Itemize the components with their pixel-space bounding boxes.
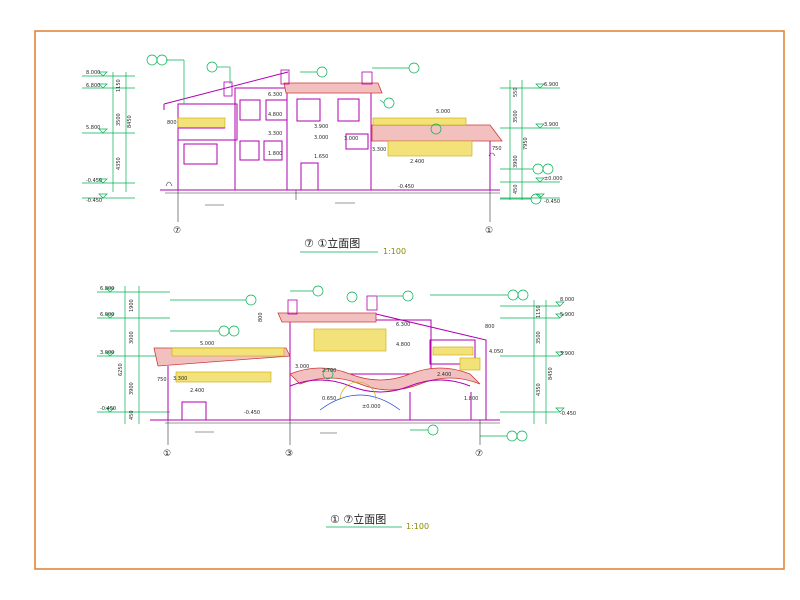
top-inner-2: 4.800 <box>268 112 282 118</box>
top-right-dim-3: 3900 <box>513 155 519 168</box>
top-right-dimensions: 6.900 3.900 ±0.000 -0.450 550 3500 3900 … <box>492 80 563 205</box>
top-inner-10: 3.300 <box>372 147 386 153</box>
bottom-elevation: 6.800 6.000 3.000 -0.450 1900 3000 3900 … <box>97 285 576 531</box>
top-elevation-title: ⑦ ①立面图 <box>304 236 360 250</box>
bottom-right-dim-2: 3500 <box>536 331 542 344</box>
top-left-dim-2: 3500 <box>116 113 122 126</box>
top-right-dim-2: 3500 <box>513 110 519 123</box>
top-left-level-4: -0.450 <box>86 178 102 184</box>
top-left-level-2: 6.800 <box>86 83 100 89</box>
top-left-level-1: 8.000 <box>86 70 100 76</box>
bottom-inner-12: 1.800 <box>464 396 478 402</box>
bottom-elevation-title: ① ⑦立面图 <box>330 512 386 526</box>
bottom-building <box>150 295 500 424</box>
bottom-inner-8: 3.000 <box>295 364 309 370</box>
top-building <box>160 69 503 194</box>
top-inner-5: 3.900 <box>314 124 328 130</box>
top-inner-3: 3.300 <box>268 131 282 137</box>
top-inner-11: 2.400 <box>410 159 424 165</box>
bottom-right-dim-3: 4350 <box>536 383 542 396</box>
bottom-right-level-1: 8.000 <box>560 297 574 303</box>
top-left-dim-4: 8450 <box>127 115 133 128</box>
bottom-left-dim-1: 1900 <box>129 299 135 312</box>
top-inner-6: 3.000 <box>314 135 328 141</box>
bottom-inner-11: 2.400 <box>437 372 451 378</box>
bottom-axis-1: ① <box>163 449 171 459</box>
top-right-dim-1: 550 <box>513 87 519 97</box>
top-right-level-2: 3.900 <box>544 122 558 128</box>
top-left-level-5: -0.450 <box>86 198 102 204</box>
bottom-left-level-1: 6.800 <box>100 286 114 292</box>
bottom-inner-7: 4.050 <box>489 349 503 355</box>
bottom-axis-7: ⑦ <box>475 449 483 459</box>
top-inner-12: -0.450 <box>398 184 414 190</box>
bottom-left-dim-2: 3000 <box>129 331 135 344</box>
top-axis-left: ⑦ <box>173 226 181 236</box>
top-leaders <box>146 54 554 222</box>
bottom-inner-2: 3.300 <box>173 376 187 382</box>
top-elevation: 8.000 6.800 5.800 -0.450 -0.450 1150 350… <box>82 54 563 256</box>
bottom-inner-3: 2.400 <box>190 388 204 394</box>
top-inner-7: 1.650 <box>314 154 328 160</box>
top-left-level-3: 5.800 <box>86 125 100 131</box>
top-elevation-scale: 1:100 <box>383 247 406 256</box>
bottom-elevation-scale: 1:100 <box>406 522 429 531</box>
bottom-inner-1: 5.000 <box>200 341 214 347</box>
top-left-dim-1: 1150 <box>116 79 122 92</box>
bottom-right-dim-4: 8450 <box>548 367 554 380</box>
bottom-inner-15: 800 <box>485 324 495 330</box>
sheet-border <box>34 30 785 570</box>
bottom-inner-13: ±0.000 <box>362 404 381 410</box>
top-right-dim-4: 7950 <box>523 137 529 150</box>
top-inner-8: 5.000 <box>436 109 450 115</box>
top-inner-1: 6.300 <box>268 92 282 98</box>
bottom-right-level-2: 5.900 <box>560 312 574 318</box>
bottom-inner-labels: 5.000 3.300 2.400 800 6.300 4.800 4.050 … <box>157 312 503 416</box>
bottom-right-level-4: -0.450 <box>560 411 576 417</box>
top-left-dim-3: 4350 <box>116 157 122 170</box>
top-right-dim-6: 750 <box>492 146 502 152</box>
bottom-right-dimensions: 8.000 5.900 3.900 -0.450 1150 3500 4350 … <box>500 297 576 424</box>
top-axis-right: ① <box>485 226 493 236</box>
top-inner-labels: 6.300 4.800 3.300 1.800 3.900 3.000 1.65… <box>268 92 450 190</box>
bottom-inner-16: 750 <box>157 377 167 383</box>
bottom-left-dim-4: 6250 <box>118 363 124 376</box>
top-right-level-1: 6.900 <box>544 82 558 88</box>
bottom-inner-5: 6.300 <box>396 322 410 328</box>
top-right-level-4: -0.450 <box>544 199 560 205</box>
bottom-left-dim-5: 450 <box>129 410 135 420</box>
bottom-inner-14: -0.450 <box>244 410 260 416</box>
bottom-right-level-3: 3.900 <box>560 351 574 357</box>
bottom-inner-9: 2.700 <box>322 368 336 374</box>
bottom-left-level-3: 3.000 <box>100 350 114 356</box>
top-left-dim-5: 800 <box>167 120 177 126</box>
bottom-right-dim-1: 1150 <box>536 305 542 318</box>
bottom-inner-10: 0.650 <box>322 396 336 402</box>
bottom-leaders <box>167 285 529 445</box>
bottom-left-level-2: 6.000 <box>100 312 114 318</box>
bottom-axis-3: ③ <box>285 449 293 459</box>
top-left-dimensions: 8.000 6.800 5.800 -0.450 -0.450 1150 350… <box>82 70 177 204</box>
top-inner-9: 3.000 <box>344 136 358 142</box>
top-inner-4: 1.800 <box>268 151 282 157</box>
bottom-left-dimensions: 6.800 6.000 3.000 -0.450 1900 3000 3900 … <box>97 286 170 424</box>
bottom-inner-6: 4.800 <box>396 342 410 348</box>
top-right-level-3: ±0.000 <box>544 176 563 182</box>
bottom-left-level-4: -0.450 <box>100 406 116 412</box>
bottom-inner-4: 800 <box>258 312 264 322</box>
top-right-dim-5: 450 <box>513 184 519 194</box>
bottom-left-dim-3: 3900 <box>129 382 135 395</box>
